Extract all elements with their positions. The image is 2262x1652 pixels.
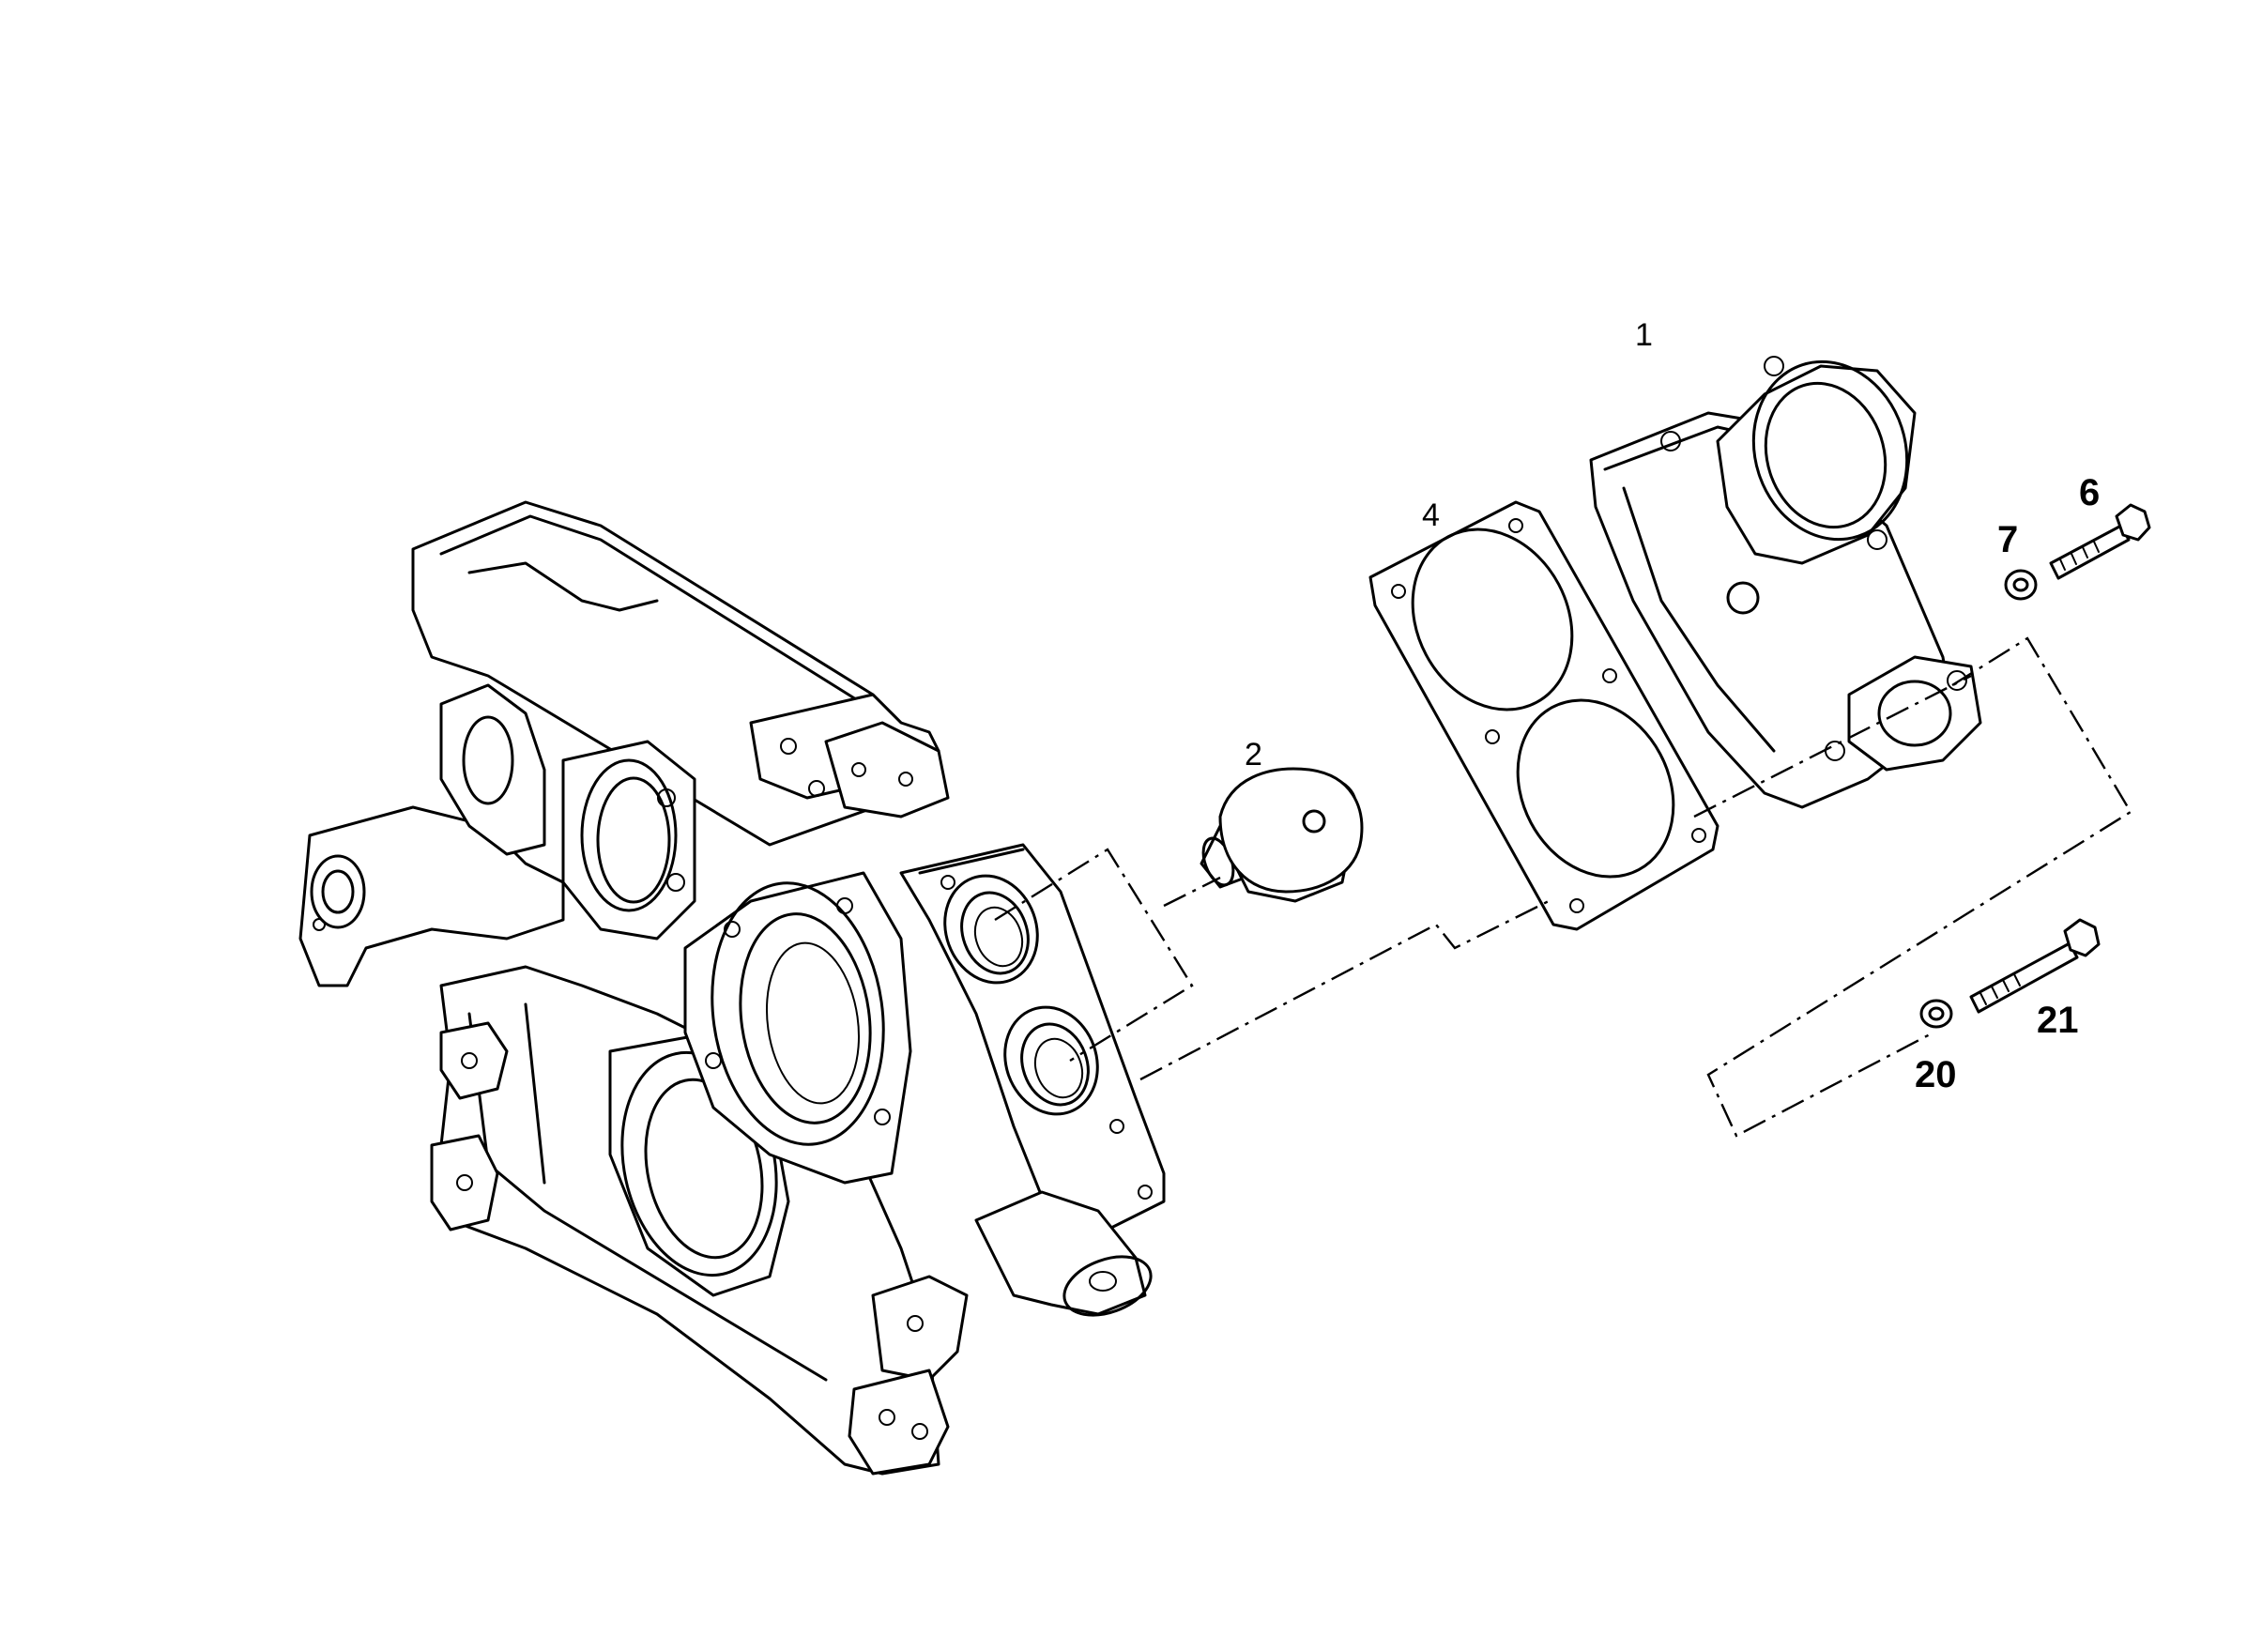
callout-part-4: 4 [1422,497,1440,533]
part-6-bolt [2049,503,2151,580]
callout-part-20: 20 [1915,1054,1957,1095]
part-7-washer [2004,569,2038,601]
callout-part-2: 2 [1245,737,1262,772]
part-1-thermostat-housing [1589,356,1982,809]
callout-labels: 1 2 4 6 7 20 21 [1245,317,2100,1095]
callout-part-7: 7 [1997,519,2018,560]
assembly-centerlines [994,636,2132,1138]
part-2-thermostat [1200,767,1364,903]
housing-casting [298,500,1166,1476]
part-21-bolt [1969,918,2101,1014]
part-4-gasket [1368,500,1719,931]
callout-part-21: 21 [2037,1000,2079,1041]
part-20-washer [1919,999,1953,1029]
callout-part-6: 6 [2079,472,2100,513]
callout-part-1: 1 [1635,317,1653,353]
